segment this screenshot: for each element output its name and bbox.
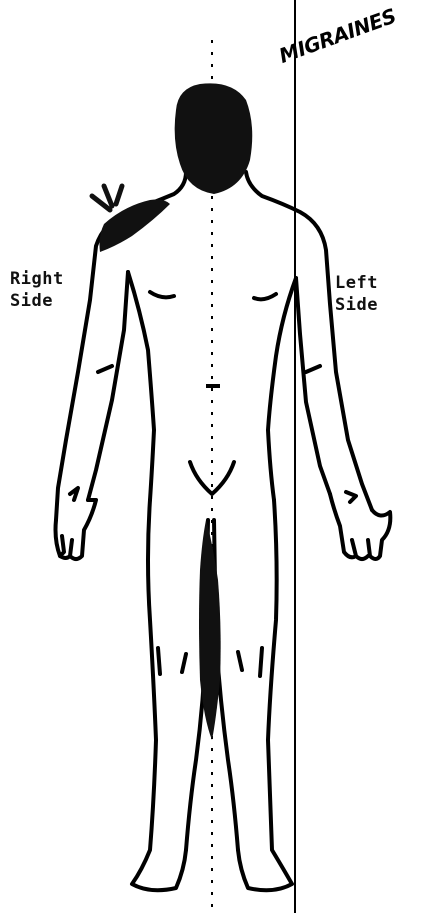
left-side-label-line1: Left (335, 272, 415, 294)
shaded-head (175, 83, 253, 194)
shaded-right-shoulder (92, 186, 170, 252)
left-side-label-line2: Side (335, 294, 415, 316)
left-side-label: Left Side (335, 272, 415, 316)
right-side-label: Right Side (10, 268, 90, 312)
right-side-label-line2: Side (10, 290, 90, 312)
right-side-label-line1: Right (10, 268, 90, 290)
